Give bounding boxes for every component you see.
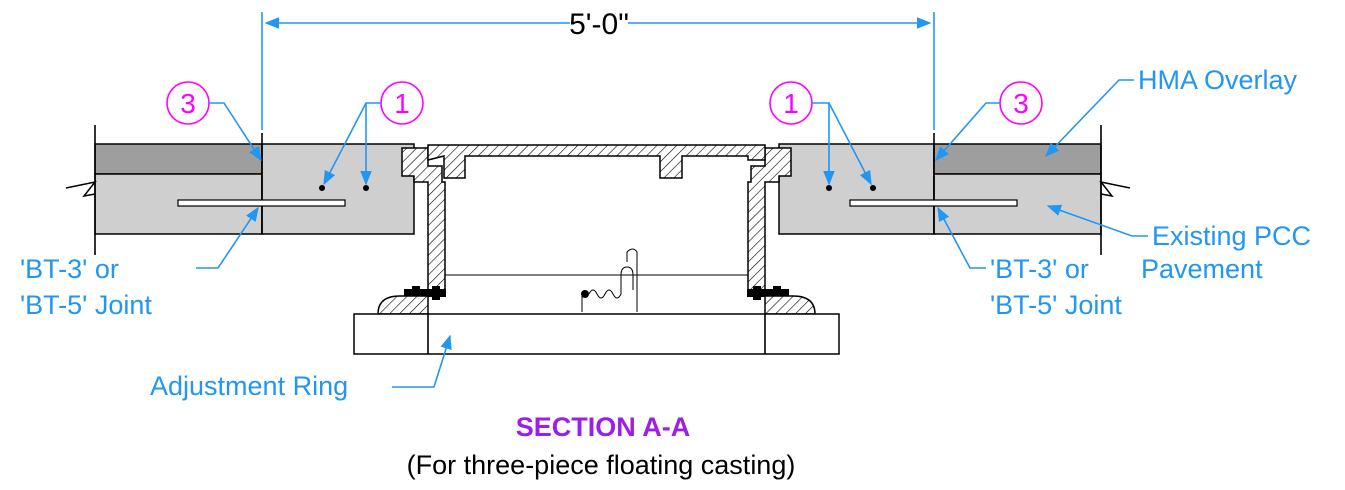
- adjustment-ring: [353, 313, 840, 355]
- bubble-1-left: 1: [323, 81, 424, 186]
- svg-text:Existing PCC: Existing PCC: [1152, 221, 1311, 251]
- casting-cover: [427, 144, 766, 179]
- pavement-right: [778, 125, 1131, 255]
- svg-text:'BT-3' or: 'BT-3' or: [990, 254, 1089, 284]
- svg-text:Pavement: Pavement: [1141, 254, 1263, 284]
- svg-text:1: 1: [394, 88, 410, 119]
- hma-layer-left: [94, 143, 263, 175]
- svg-text:HMA Overlay: HMA Overlay: [1138, 65, 1298, 95]
- label-hma-overlay: HMA Overlay: [1045, 65, 1298, 158]
- label-adjustment-ring: Adjustment Ring: [150, 334, 452, 401]
- lug-left: [377, 295, 429, 315]
- pcc-patch-left: [261, 143, 415, 235]
- latch-mechanism: [581, 248, 638, 312]
- break-line-left: [65, 180, 97, 198]
- break-line-right: [1099, 180, 1131, 198]
- label-existing-pcc: Existing PCC: [1046, 204, 1311, 251]
- svg-text:3: 3: [180, 88, 196, 119]
- dowel-bar-left: [177, 199, 346, 207]
- bubble-3-left: 3: [166, 81, 262, 162]
- hma-layer-right: [933, 143, 1102, 175]
- pavement-left: [65, 125, 415, 255]
- bubble-1-right: 1: [769, 81, 872, 186]
- svg-text:Adjustment Ring: Adjustment Ring: [150, 371, 348, 401]
- bolt-right: [747, 286, 789, 300]
- label-bt-left: 'BT-3' or 'BT-5' Joint: [20, 206, 259, 320]
- dowel-bar-right: [849, 199, 1018, 207]
- svg-text:'BT-5' Joint: 'BT-5' Joint: [990, 290, 1122, 320]
- svg-text:3: 3: [1013, 88, 1029, 119]
- svg-text:'BT-3' or: 'BT-3' or: [20, 254, 119, 284]
- section-title: SECTION A-A: [516, 412, 691, 442]
- casting: [353, 144, 840, 355]
- bubble-3-right: 3: [935, 81, 1043, 162]
- dimension-line: 5'-0": [261, 8, 935, 130]
- dimension-text: 5'-0": [569, 8, 629, 41]
- svg-text:'BT-5' Joint: 'BT-5' Joint: [20, 290, 152, 320]
- bolt-left: [404, 286, 446, 300]
- section-subtitle: (For three-piece floating casting): [407, 450, 796, 480]
- label-bt-right: 'BT-3' or Pavement 'BT-5' Joint: [937, 206, 1263, 320]
- svg-text:1: 1: [783, 88, 799, 119]
- pcc-patch-right: [778, 143, 935, 235]
- lug-right: [764, 295, 816, 315]
